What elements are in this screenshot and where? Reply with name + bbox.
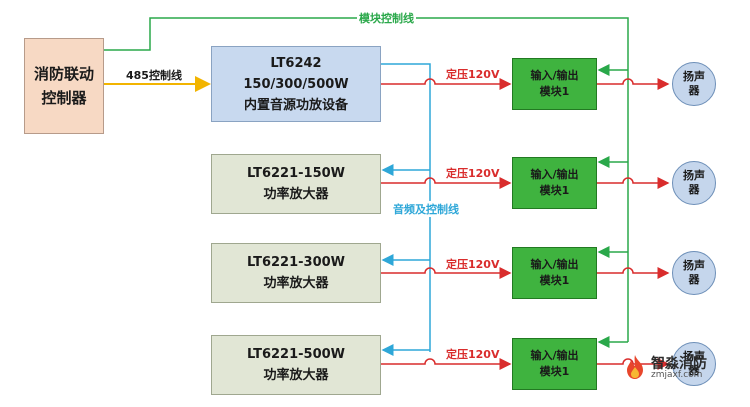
watermark-logo: 智淼消防 zmjaxf.com	[623, 352, 743, 384]
audio-control-line	[381, 63, 431, 352]
audio-control-label: 音频及控制线	[393, 201, 459, 217]
main-amp-power: 150/300/500W	[243, 76, 349, 92]
speaker: 扬声 器	[672, 62, 716, 106]
speaker-line2: 器	[688, 273, 700, 286]
module-line2: 模块1	[539, 365, 570, 378]
power-line	[381, 78, 512, 90]
speaker-line	[597, 358, 670, 370]
speaker-line	[597, 177, 670, 189]
io-module: 输入/输出 模块1	[512, 247, 597, 299]
speaker-line	[597, 267, 670, 279]
module-control-label: 模块控制线	[357, 10, 416, 26]
power-amplifier-500w: LT6221-500W 功率放大器	[211, 335, 381, 395]
module-line2: 模块1	[539, 85, 570, 98]
amp-desc: 功率放大器	[263, 368, 329, 383]
watermark-url: zmjaxf.com	[651, 370, 703, 380]
amp-model: LT6221-150W	[246, 166, 346, 181]
io-module: 输入/输出 模块1	[512, 157, 597, 209]
speaker-line1: 扬声	[683, 169, 705, 182]
amp-model: LT6221-300W	[246, 255, 346, 270]
speaker: 扬声 器	[672, 251, 716, 295]
amp-model: LT6221-500W	[246, 347, 346, 362]
speaker-line1: 扬声	[683, 70, 705, 83]
controller-line1: 消防联动	[33, 65, 94, 83]
speaker-line2: 器	[688, 183, 700, 196]
voltage-label: 定压120V	[446, 258, 500, 271]
speaker-line2: 器	[688, 84, 700, 97]
watermark-name: 智淼消防	[651, 356, 707, 372]
amp-desc: 功率放大器	[263, 187, 329, 202]
module-line1: 输入/输出	[530, 258, 579, 271]
speaker-line1: 扬声	[683, 350, 705, 363]
voltage-label: 定压120V	[446, 348, 500, 361]
main-amp-model: LT6242	[270, 55, 322, 71]
controller-line2: 控制器	[41, 89, 87, 107]
power-line	[381, 177, 512, 189]
speaker: 扬声 器	[672, 342, 716, 386]
module-line1: 输入/输出	[530, 349, 579, 362]
power-line	[381, 267, 512, 279]
speaker-line1: 扬声	[683, 259, 705, 272]
module-line2: 模块1	[539, 274, 570, 287]
flame-icon	[627, 355, 643, 379]
main-amplifier: LT6242 150/300/500W 内置音源功放设备	[211, 46, 381, 122]
voltage-label: 定压120V	[446, 68, 500, 81]
io-module: 输入/输出 模块1	[512, 58, 597, 110]
module-control-line	[104, 17, 629, 342]
speaker: 扬声 器	[672, 161, 716, 205]
module-line1: 输入/输出	[530, 69, 579, 82]
power-amplifier-150w: LT6221-150W 功率放大器	[211, 154, 381, 214]
speaker-line2: 器	[688, 364, 700, 377]
fire-linkage-controller: 消防联动 控制器	[24, 38, 104, 134]
voltage-label: 定压120V	[446, 167, 500, 180]
power-amplifier-300w: LT6221-300W 功率放大器	[211, 243, 381, 303]
main-amp-desc: 内置音源功放设备	[243, 97, 348, 113]
io-module: 输入/输出 模块1	[512, 338, 597, 390]
module-line1: 输入/输出	[530, 168, 579, 181]
power-line	[381, 358, 512, 370]
amp-desc: 功率放大器	[263, 276, 329, 291]
module-line2: 模块1	[539, 184, 570, 197]
speaker-line	[597, 78, 670, 90]
control-line-label: 485控制线	[126, 69, 182, 82]
